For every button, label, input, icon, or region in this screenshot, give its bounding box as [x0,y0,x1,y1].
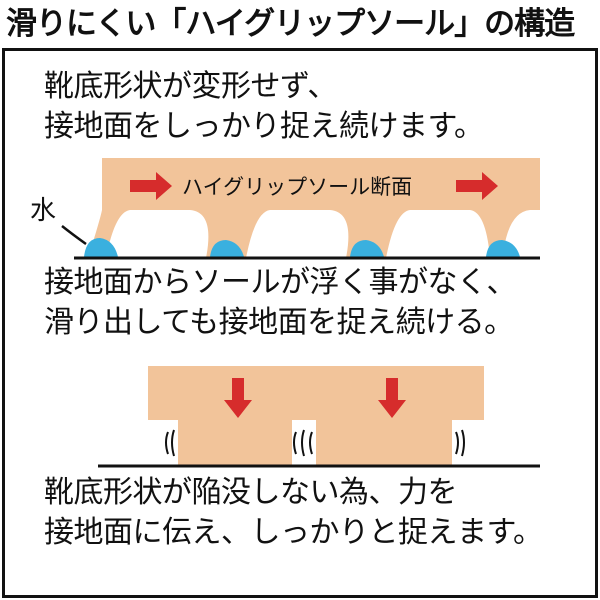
section3-line2: 接地面に伝え、しっかりと捉えます。 [44,515,543,550]
water-label: 水 [30,196,57,226]
sole-cross-section [88,158,540,258]
section2-line2: 滑り出しても接地面を捉え続ける。 [44,305,514,340]
page-title: 滑りにくい「ハイグリップソール」の構造 [6,6,575,42]
water-droplet [210,240,244,257]
right-arrow-icon [456,172,498,200]
water-droplet [84,238,118,257]
section3-line1: 靴底形状が陥没しない為、力を [44,475,458,510]
down-arrow-icon [378,378,406,418]
sole-block [148,366,484,466]
down-arrow-icon [224,378,252,418]
right-arrow-icon [130,172,172,200]
content-frame [2,48,598,598]
sole-label: ハイグリップソール断面 [182,175,412,199]
water-droplet [486,240,520,257]
section1-line2: 接地面をしっかり捉え続けます。 [44,109,484,144]
section2-line1: 接地面からソールが浮く事がなく、 [44,265,517,300]
pressure-marks [165,429,465,457]
section1-line1: 靴底形状が変形せず、 [44,69,337,104]
water-pointer [61,225,87,246]
water-droplet [350,240,384,257]
